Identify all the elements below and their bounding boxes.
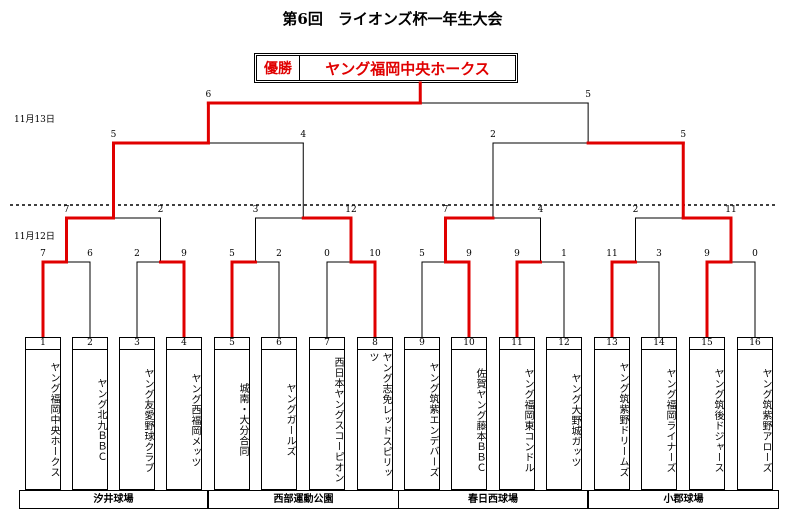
score-label: 2 [276, 249, 282, 259]
team-name: ヤング福岡中央ホークス [48, 362, 59, 478]
team-name: 西日本ヤングスコーピオン [332, 357, 343, 483]
score-label: 4 [300, 130, 307, 140]
team-number: 2 [73, 338, 107, 350]
venue-label: 西部運動公園 [208, 490, 399, 509]
score-label: 3 [656, 249, 662, 259]
team-name: ヤング西福岡メッツ [189, 372, 200, 468]
score-label: 0 [324, 249, 330, 259]
team-number: 5 [215, 338, 249, 350]
team-name: ヤングガールズ [284, 383, 295, 457]
team-box: 4 ヤング西福岡メッツ [166, 337, 202, 490]
score-label: 5 [110, 130, 117, 140]
team-number: 3 [120, 338, 154, 350]
date-early-rounds: 11月12日 [14, 232, 55, 242]
score-label: 9 [181, 249, 187, 259]
team-box: 12 ヤング大野城ガッツ [546, 337, 582, 490]
team-box: 9 ヤング筑紫エンデバーズ [404, 337, 440, 490]
team-box: 7 西日本ヤングスコーピオン [309, 337, 345, 490]
team-number: 4 [167, 338, 201, 350]
score-label: 11 [725, 205, 737, 215]
champion-team: ヤング福岡中央ホークス [325, 59, 490, 78]
team-number: 13 [595, 338, 629, 350]
team-number: 16 [738, 338, 772, 350]
score-label: 10 [369, 249, 381, 259]
team-name: 佐賀ヤング藤本ＢＢＣ [474, 367, 485, 473]
champion-label: 優勝 [257, 56, 300, 80]
score-label: 12 [345, 205, 357, 215]
team-name: 城南・大分合同 [237, 383, 248, 457]
champion-box: 優勝 ヤング福岡中央ホークス [254, 53, 518, 83]
team-box: 5 城南・大分合同 [214, 337, 250, 490]
score-label: 6 [205, 90, 212, 100]
team-number: 1 [26, 338, 60, 350]
score-label: 3 [252, 205, 259, 215]
team-number: 11 [500, 338, 534, 350]
team-name: ヤング筑紫エンデバーズ [427, 362, 438, 478]
venue-label: 汐井球場 [19, 490, 208, 509]
team-box: 15 ヤング筑後ドジャース [689, 337, 725, 490]
team-number: 7 [310, 338, 344, 350]
score-label: 7 [40, 249, 46, 259]
team-number: 14 [642, 338, 676, 350]
team-box: 2 ヤング北九ＢＢＣ [72, 337, 108, 490]
score-label: 6 [87, 249, 93, 259]
score-label: 2 [490, 130, 496, 140]
team-name: ヤング志免レッドスピリッツ [367, 352, 391, 478]
venue-label: 春日西球場 [398, 490, 588, 509]
score-label: 9 [466, 249, 472, 259]
team-box: 16 ヤング筑紫野アローズ [737, 337, 773, 490]
venue-label: 小郡球場 [588, 490, 779, 509]
score-label: 2 [157, 205, 164, 215]
score-label: 7 [442, 205, 449, 215]
score-label: 9 [514, 249, 520, 259]
score-label: 5 [229, 249, 235, 259]
team-name: ヤング筑後ドジャース [712, 367, 723, 473]
team-number: 12 [547, 338, 581, 350]
score-label: 1 [561, 249, 567, 259]
score-label: 0 [752, 249, 758, 259]
team-number: 6 [262, 338, 296, 350]
score-label: 11 [606, 249, 618, 259]
score-label: 2 [632, 205, 639, 215]
team-number: 9 [405, 338, 439, 350]
team-name: ヤング筑紫野ドリームズ [617, 362, 628, 478]
team-box: 13 ヤング筑紫野ドリームズ [594, 337, 630, 490]
score-label: 2 [134, 249, 140, 259]
team-name: ヤング友愛野球クラブ [142, 367, 153, 473]
score-label: 5 [680, 130, 687, 140]
team-name: ヤング大野城ガッツ [569, 372, 580, 468]
team-box: 14 ヤング福岡ライナーズ [641, 337, 677, 490]
score-label: 7 [63, 205, 70, 215]
team-box: 10 佐賀ヤング藤本ＢＢＣ [451, 337, 487, 490]
score-label: 4 [537, 205, 544, 215]
team-name: ヤング福岡東コンドル [522, 367, 533, 473]
page-title: 第6回 ライオンズ杯一年生大会 [282, 10, 503, 28]
score-label: 9 [704, 249, 710, 259]
team-number: 8 [358, 338, 392, 350]
team-box: 11 ヤング福岡東コンドル [499, 337, 535, 490]
team-number: 10 [452, 338, 486, 350]
team-name: ヤング北九ＢＢＣ [95, 378, 106, 462]
date-final-rounds: 11月13日 [14, 115, 55, 125]
team-box: 6 ヤングガールズ [261, 337, 297, 490]
team-name: ヤング福岡ライナーズ [664, 367, 675, 473]
score-label: 5 [585, 90, 591, 100]
team-box: 1 ヤング福岡中央ホークス [25, 337, 61, 490]
team-box: 8 ヤング志免レッドスピリッツ [357, 337, 393, 490]
team-box: 3 ヤング友愛野球クラブ [119, 337, 155, 490]
score-label: 5 [419, 249, 425, 259]
team-number: 15 [690, 338, 724, 350]
team-name: ヤング筑紫野アローズ [760, 367, 771, 473]
